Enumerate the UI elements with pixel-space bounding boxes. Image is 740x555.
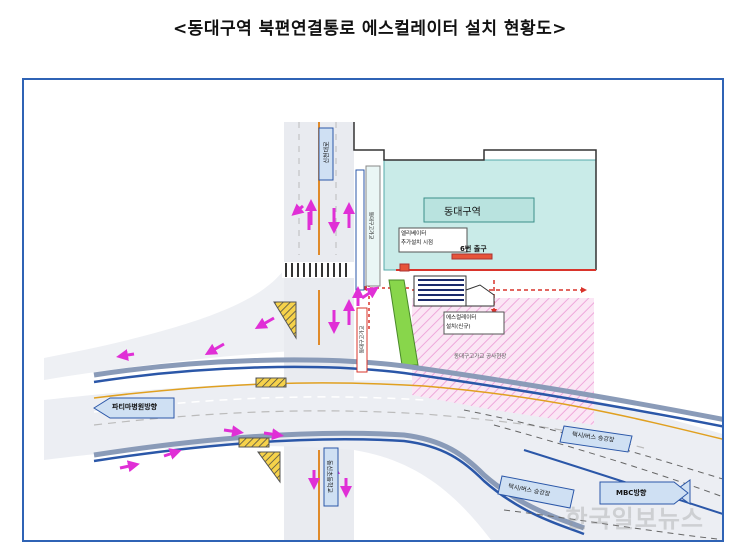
overpass-left-label: 동대구고가교 <box>359 325 366 354</box>
fatima-label: 파티마병원방향 <box>112 403 158 411</box>
sidewalk-strip <box>355 169 365 291</box>
overpass-right-label: 동대구고가교 <box>367 211 374 240</box>
sign-overpass-left <box>356 307 368 373</box>
median-marker-2 <box>238 437 270 448</box>
escalator-add-label: 엘리베이터 추가설치 시점 <box>401 231 434 246</box>
escalator-install-box <box>443 311 505 335</box>
sign-fatima <box>93 397 175 419</box>
sign-south <box>323 447 339 507</box>
road-edge-bottom-outer <box>93 430 585 531</box>
exit6-label: 6번 출구 <box>460 245 487 253</box>
sign-mbc <box>599 481 689 505</box>
map-drawing <box>44 122 722 540</box>
median-marker-1 <box>255 377 287 388</box>
watermark: 한국일보뉴스 <box>565 505 704 533</box>
station-boundary <box>353 122 597 270</box>
escalator-install-label: 에스컬레이터 설치(신규) <box>446 315 477 330</box>
island-south <box>257 451 281 484</box>
exit6-marker <box>451 253 493 260</box>
road-area-west <box>44 122 354 380</box>
connection-corridor <box>388 279 419 366</box>
station-label: 동대구역 <box>444 207 481 218</box>
sign-taxi-2 <box>497 475 575 509</box>
sign-taxi-1 <box>559 425 633 453</box>
overpass-strip <box>365 165 381 287</box>
island-north <box>273 301 297 340</box>
road-edge-bottom <box>93 437 585 536</box>
mbc-label: MBC방향 <box>616 489 647 497</box>
road-north-label: 신천대로 <box>323 141 331 164</box>
construction-label: 동대구고가교 공사현장 <box>454 354 507 360</box>
elevator-marker <box>399 263 410 272</box>
road-edge-top-outer <box>93 357 722 422</box>
sign-north <box>318 127 334 181</box>
escalator-stairs <box>413 275 495 307</box>
page-title: <동대구역 북편연결통로 에스컬레이터 설치 현황도> <box>172 19 568 39</box>
road-south-label: 동신초등학교 <box>325 459 333 494</box>
crosswalk <box>282 262 354 278</box>
site-map: 동대구역 6번 출구 엘리베이터 추가설치 시점 에스컬레이터 설치(신규) 동… <box>22 78 724 542</box>
road-center-yellow <box>93 382 722 440</box>
station-sign <box>423 197 535 223</box>
road-edge-top <box>93 365 722 428</box>
escalator-add-box <box>398 227 468 253</box>
